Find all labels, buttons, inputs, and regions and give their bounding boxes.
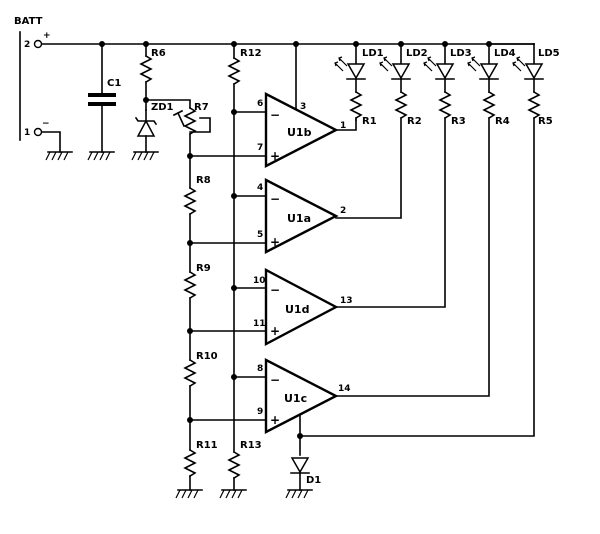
c1-label: C1: [107, 78, 121, 89]
opamp-u1b: − + U1b 6 7 1 3: [189, 43, 357, 168]
ground-icon: [285, 489, 313, 499]
r9-label: R9: [196, 263, 211, 274]
led-ld4: LD4: [467, 43, 516, 93]
ground-symbols: [45, 151, 313, 499]
svg-text:13: 13: [340, 296, 353, 306]
batt-terminal-pos: [33, 39, 43, 49]
battery-connector: BATT 2 + 1 −: [14, 16, 61, 153]
ld2-label: LD2: [406, 48, 428, 59]
opamp-u1d: − + U1d 10 11 13: [189, 117, 446, 346]
zd1-label: ZD1: [151, 102, 174, 113]
ld3-label: LD3: [450, 48, 472, 59]
svg-text:−: −: [270, 192, 280, 206]
ground-icon: [87, 151, 115, 161]
svg-text:6: 6: [257, 99, 263, 109]
ld4-label: LD4: [494, 48, 516, 59]
svg-text:5: 5: [257, 230, 263, 240]
u1a-label: U1a: [287, 212, 311, 225]
capacitor-c1: C1: [88, 43, 121, 153]
svg-text:−: −: [270, 283, 280, 297]
svg-text:+: +: [270, 149, 280, 163]
resistor-r13: R13: [227, 440, 262, 491]
svg-text:8: 8: [257, 364, 263, 374]
svg-text:14: 14: [338, 384, 351, 394]
svg-text:11: 11: [253, 319, 266, 329]
u1c-label: U1c: [284, 392, 307, 405]
batt-label: BATT: [14, 16, 43, 27]
r11-label: R11: [196, 440, 218, 451]
resistor-r8: R8: [183, 153, 211, 273]
r3-label: R3: [451, 116, 466, 127]
resistor-r4: R4: [482, 90, 510, 127]
ground-icon: [219, 489, 247, 499]
ld1-label: LD1: [362, 48, 384, 59]
svg-text:+: +: [270, 324, 280, 338]
resistor-r1: R1: [349, 90, 377, 127]
led-ld2: LD2: [379, 43, 428, 93]
svg-text:2: 2: [340, 206, 346, 216]
trimmer-r7: R7: [145, 99, 211, 189]
resistor-r6: R6: [139, 43, 166, 111]
svg-text:−: −: [270, 108, 280, 122]
ground-icon: [45, 151, 73, 161]
batt-terminal-neg: [33, 127, 43, 137]
svg-text:+: +: [270, 413, 280, 427]
ground-icon: [175, 489, 203, 499]
r6-label: R6: [151, 48, 166, 59]
u1d-label: U1d: [285, 303, 309, 316]
batt-plus-sign: +: [43, 31, 51, 41]
r2-label: R2: [407, 116, 422, 127]
svg-text:1: 1: [340, 121, 346, 131]
r4-label: R4: [495, 116, 510, 127]
svg-text:3: 3: [300, 102, 306, 112]
svg-text:7: 7: [257, 143, 263, 153]
r8-label: R8: [196, 175, 211, 186]
resistor-r12: R12: [227, 43, 262, 453]
r5-label: R5: [538, 116, 553, 127]
led-ld3: LD3: [423, 43, 472, 93]
svg-text:+: +: [270, 235, 280, 249]
resistor-r9: R9: [183, 240, 211, 361]
diode-d1: D1: [290, 457, 321, 491]
led-ld1: LD1: [334, 43, 384, 93]
batt-pin-1: 1: [24, 128, 30, 138]
resistor-r5: R5: [527, 90, 553, 127]
led-ld5: LD5: [488, 43, 560, 93]
u1b-label: U1b: [287, 126, 312, 139]
r1-label: R1: [362, 116, 377, 127]
resistor-r2: R2: [394, 90, 422, 127]
r12-label: R12: [240, 48, 262, 59]
svg-text:−: −: [270, 373, 280, 387]
batt-pin-2: 2: [24, 40, 30, 50]
batt-minus-sign: −: [42, 119, 50, 129]
svg-text:4: 4: [257, 183, 263, 193]
r10-label: R10: [196, 351, 218, 362]
ground-icon: [131, 151, 159, 161]
zener-zd1: ZD1: [134, 102, 174, 153]
opamp-u1a: − + U1a 4 5 2: [189, 117, 402, 254]
opamp-u1c: − + U1c 8 9 14: [189, 117, 535, 456]
r13-label: R13: [240, 440, 262, 451]
svg-text:9: 9: [257, 407, 263, 417]
resistor-r3: R3: [438, 90, 466, 127]
ld5-label: LD5: [538, 48, 560, 59]
r7-label: R7: [194, 102, 209, 113]
d1-label: D1: [306, 475, 321, 486]
svg-text:10: 10: [253, 276, 266, 286]
